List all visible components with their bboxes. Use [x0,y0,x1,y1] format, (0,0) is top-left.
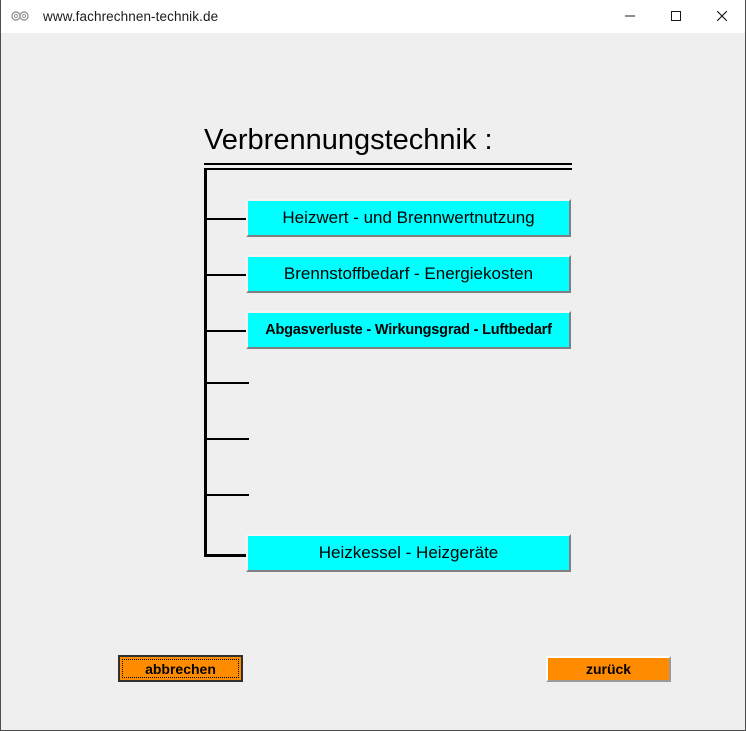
title-bar: www.fachrechnen-technik.de [1,0,745,33]
glasses-icon [7,0,33,32]
title-rule-lower [204,168,572,170]
tree-branch-7 [204,554,249,557]
tree-branch-5 [204,438,249,440]
page-title: Verbrennungstechnik : [204,124,493,156]
tree-branch-1 [204,218,249,220]
tree-branch-4 [204,382,249,384]
cancel-button[interactable]: abbrechen [118,655,243,682]
minimize-icon[interactable] [607,1,653,32]
cancel-button-label: abbrechen [145,660,216,677]
menu-button-brennstoffbedarf-energiekosten[interactable]: Brennstoffbedarf - Energiekosten [246,255,571,293]
back-button[interactable]: zurück [546,656,671,682]
close-icon[interactable] [699,1,745,32]
menu-button-heizwert-brennwertnutzung[interactable]: Heizwert - und Brennwertnutzung [246,199,571,237]
title-rule-upper [204,163,572,165]
menu-button-heizkessel-heizgeraete[interactable]: Heizkessel - Heizgeräte [246,534,571,572]
back-button-label: zurück [585,661,632,677]
window-title: www.fachrechnen-technik.de [43,8,219,24]
client-area: Verbrennungstechnik : Heizwert - und Bre… [1,33,745,730]
tree-branch-6 [204,494,249,496]
maximize-icon[interactable] [653,1,699,32]
tree-spine [204,168,207,557]
tree-branch-3 [204,330,249,332]
menu-button-abgasverluste-wirkungsgrad-luftbedarf[interactable]: Abgasverluste - Wirkungsgrad - Luftbedar… [246,311,571,349]
tree-branch-2 [204,274,249,276]
